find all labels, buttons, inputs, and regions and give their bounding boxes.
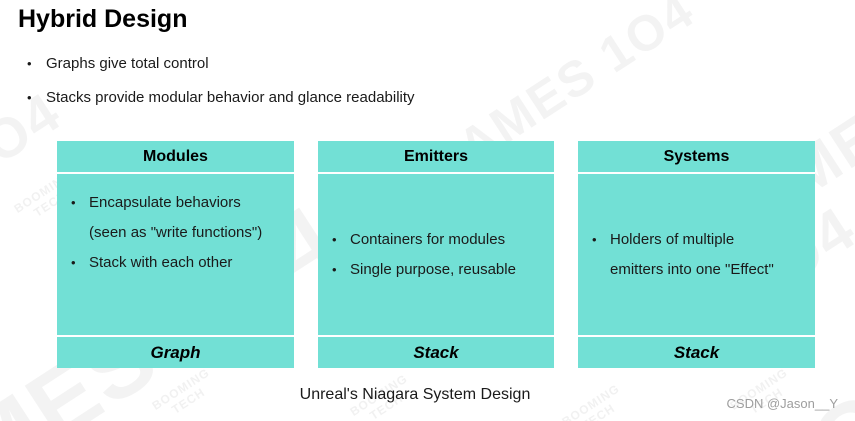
panel-bullet: Containers for modules — [332, 225, 524, 255]
panel-emitters-footer: Stack — [318, 335, 554, 368]
panel-modules-body: Encapsulate behaviors (seen as "write fu… — [57, 174, 294, 335]
watermark-credit: CSDN @Jason__Y — [726, 396, 838, 411]
panel-systems-body: Holders of multiple emitters into one "E… — [578, 174, 815, 335]
panel-emitters-bullet-list: Containers for modules Single purpose, r… — [332, 225, 524, 285]
panel-emitters: Emitters Containers for modules Single p… — [318, 141, 554, 368]
panel-modules-bullet-list: Encapsulate behaviors (seen as "write fu… — [71, 188, 264, 278]
panel-bullet: Holders of multiple emitters into one "E… — [592, 225, 785, 285]
panel-bullet: Stack with each other — [71, 248, 264, 278]
panel-modules: Modules Encapsulate behaviors (seen as "… — [57, 141, 294, 368]
intro-bullet: Stacks provide modular behavior and glan… — [27, 89, 415, 107]
panel-modules-header: Modules — [57, 141, 294, 174]
intro-bullet-list: Graphs give total control Stacks provide… — [27, 55, 415, 123]
slide-caption: Unreal's Niagara System Design — [299, 386, 531, 403]
panel-bullet: Single purpose, reusable — [332, 255, 524, 285]
panel-systems-bullet-list: Holders of multiple emitters into one "E… — [592, 225, 785, 285]
panel-modules-footer: Graph — [57, 335, 294, 368]
panel-systems: Systems Holders of multiple emitters int… — [578, 141, 815, 368]
panel-systems-header: Systems — [578, 141, 815, 174]
panel-systems-footer: Stack — [578, 335, 815, 368]
intro-bullet: Graphs give total control — [27, 55, 415, 73]
page-title: Hybrid Design — [18, 5, 188, 33]
panel-bullet: Encapsulate behaviors (seen as "write fu… — [71, 188, 264, 248]
panel-emitters-header: Emitters — [318, 141, 554, 174]
panel-emitters-body: Containers for modules Single purpose, r… — [318, 174, 554, 335]
